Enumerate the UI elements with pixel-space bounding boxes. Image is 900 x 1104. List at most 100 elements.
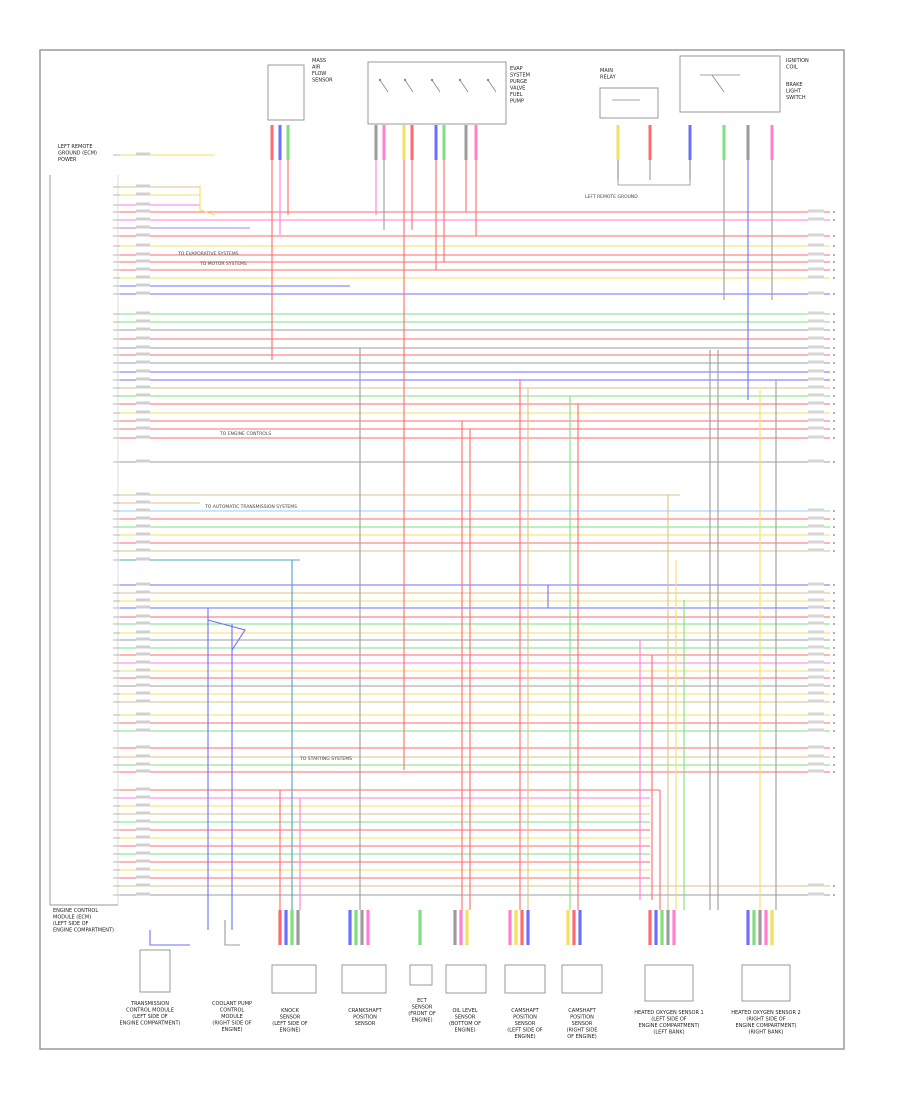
component-box [445, 964, 487, 994]
relay-contact [487, 79, 497, 93]
wire-code-placeholder [808, 311, 824, 315]
wire-code-placeholder [136, 859, 150, 863]
wire-code-placeholder [136, 728, 150, 732]
component-label-ho2s1-line: ENGINE COMPARTMENT) [639, 1023, 700, 1029]
wire-code-placeholder [136, 892, 150, 896]
wire-code-placeholder [136, 360, 150, 364]
wire-code-placeholder [136, 668, 150, 672]
terminal-dot [833, 600, 835, 602]
wire-code-placeholder [136, 883, 150, 887]
wire-code-placeholder [808, 369, 824, 373]
terminal-dot [833, 550, 835, 552]
component-label-ignition-line: COIL [786, 65, 798, 71]
terminal-dot [833, 387, 835, 389]
component-label-ect-line: (FRONT OF [408, 1011, 436, 1017]
component-label-fuel-line: FUEL [510, 92, 523, 98]
left-ref-label-line: GROUND (ECM) [58, 151, 97, 157]
component-label-evap-line: EVAP [510, 66, 523, 72]
component-label-kick-line: (LEFT SIDE OF [272, 1021, 308, 1027]
annotation-label: TO AUTOMATIC TRANSMISSION SYSTEMS [204, 504, 297, 510]
wire-code-placeholder [136, 267, 150, 271]
terminal-dot [833, 354, 835, 356]
wire-code-placeholder [136, 252, 150, 256]
component-box [341, 964, 387, 994]
terminal-dot [833, 379, 835, 381]
wire-code-placeholder [136, 500, 150, 504]
wire-code-placeholder [136, 720, 150, 724]
component-label-relay-line: RELAY [600, 75, 617, 81]
component-label-camshaft1-line: SENSOR [515, 1021, 536, 1027]
wire-code-placeholder [136, 827, 150, 831]
terminal-dot [833, 756, 835, 758]
left-ref-label-line: POWER [58, 157, 77, 163]
splice-wire [207, 619, 246, 651]
terminal-dot [833, 747, 835, 749]
terminal-dot [833, 338, 835, 340]
wire-code-placeholder [136, 492, 150, 496]
wire-code-placeholder [136, 712, 150, 716]
wire-code-placeholder [136, 435, 150, 439]
terminal-dot [833, 235, 835, 237]
wire-code-placeholder [136, 819, 150, 823]
component-label-tcm-line: ENGINE COMPARTMENT) [120, 1021, 181, 1027]
component-label-evap-line: PURGE [510, 79, 527, 85]
wire-code-placeholder [136, 410, 150, 414]
wire-code-placeholder [136, 803, 150, 807]
terminal-dot [833, 623, 835, 625]
wire-code-placeholder [808, 352, 824, 356]
component-label-crank-line: POSITION [353, 1015, 377, 1021]
annotation-label: TO ENGINE CONTROLS [219, 431, 271, 437]
wire-code-placeholder [136, 843, 150, 847]
wire-code-placeholder [136, 540, 150, 544]
annotation-label: LEFT REMOTE GROUND [585, 194, 638, 200]
wire-code-placeholder [808, 712, 824, 716]
component-label-ho2s1-line: HEATED OXYGEN SENSOR 1 [634, 1010, 704, 1016]
terminal-dot [833, 670, 835, 672]
wire-code-placeholder [808, 630, 824, 634]
terminal-dot [833, 714, 835, 716]
wire-code-placeholder [808, 524, 824, 528]
relay-contact [404, 79, 414, 93]
wire-code-placeholder [136, 217, 150, 221]
wire-code-placeholder [136, 835, 150, 839]
terminal-dot [833, 701, 835, 703]
terminal-dot [833, 685, 835, 687]
wire-code-placeholder [136, 875, 150, 879]
ecm-label-line: MODULE (ECM) [53, 915, 91, 921]
component-label-maf-line: SENSOR [312, 78, 333, 84]
ground-wire [149, 930, 190, 946]
wire-code-placeholder [808, 754, 824, 758]
wire-code-placeholder [136, 352, 150, 356]
wire-code-placeholder [808, 582, 824, 586]
wire-code-placeholder [808, 327, 824, 331]
wire-code-placeholder [136, 291, 150, 295]
wire-code-placeholder [136, 699, 150, 703]
wire-code-placeholder [136, 459, 150, 463]
wire-code-placeholder [136, 209, 150, 213]
wire-code-placeholder [808, 892, 824, 896]
terminal-dot [833, 412, 835, 414]
wire-code-placeholder [136, 152, 150, 156]
component-label-oil-line: OIL LEVEL [452, 1008, 477, 1014]
wire-code-placeholder [136, 598, 150, 602]
terminal-dot [833, 616, 835, 618]
annotation-label: TO EVAPORATIVE SYSTEMS [177, 251, 239, 257]
wire-code-placeholder [808, 267, 824, 271]
wire-code-placeholder [136, 516, 150, 520]
wire-code-placeholder [808, 345, 824, 349]
wire-code-placeholder [808, 691, 824, 695]
wire-code-placeholder [808, 540, 824, 544]
terminal-dot [833, 677, 835, 679]
component-label-camshaft1-line: (LEFT SIDE OF [507, 1028, 543, 1034]
wire-code-placeholder [136, 548, 150, 552]
ground-loop [617, 160, 691, 186]
wire-code-placeholder [808, 769, 824, 773]
terminal-dot [833, 771, 835, 773]
wire-code-placeholder [136, 275, 150, 279]
annotation-label: TO MOTOR SYSTEMS [199, 261, 247, 267]
component-label-relay-line: MAIN [600, 68, 613, 74]
terminal-dot [833, 510, 835, 512]
terminal-dot [833, 321, 835, 323]
component-label-camshaft2-line: POSITION [570, 1015, 594, 1021]
